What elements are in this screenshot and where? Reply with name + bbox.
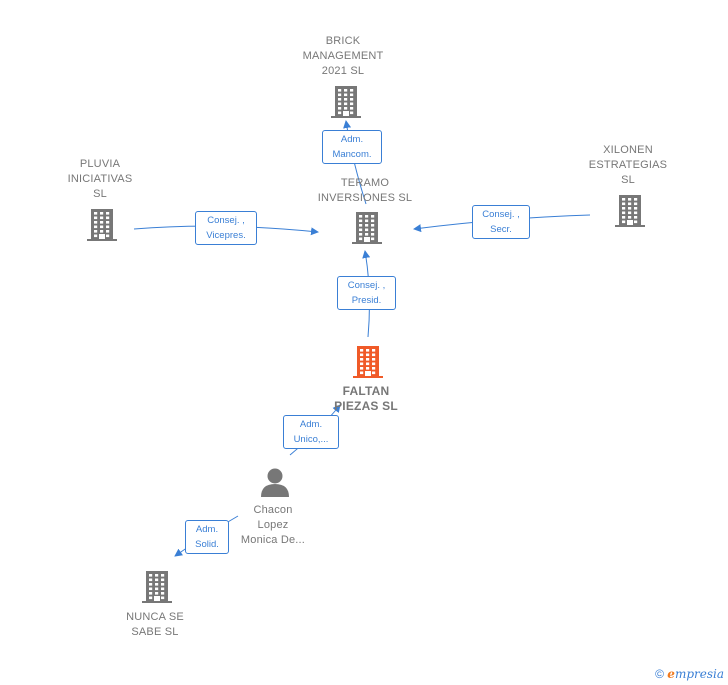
label-line: Chacon bbox=[253, 504, 293, 516]
edge-label-line: Consej. , bbox=[347, 280, 386, 291]
label-line: INICIATIVAS bbox=[67, 173, 133, 185]
node-label-xilonen-estrategias[interactable]: XILONEN ESTRATEGIAS SL bbox=[578, 143, 678, 188]
label-line: SABE SL bbox=[131, 626, 179, 638]
label-line: 2021 SL bbox=[321, 65, 365, 77]
node-label-pluvia-iniciativas[interactable]: PLUVIA INICIATIVAS SL bbox=[50, 157, 150, 202]
building-icon-nunca-se-sabe[interactable] bbox=[142, 571, 172, 603]
label-line: SL bbox=[621, 174, 635, 186]
label-line: XILONEN bbox=[603, 144, 653, 156]
label-line: Lopez bbox=[257, 519, 289, 531]
edge-label-adm-mancom[interactable]: Adm. Mancom. bbox=[322, 130, 382, 164]
brand-logo-text: mpresia bbox=[674, 667, 724, 681]
edge-label-line: Solid. bbox=[195, 539, 219, 550]
edge-label-line: Secr. bbox=[490, 224, 512, 235]
building-icon-faltan-piezas[interactable] bbox=[353, 346, 383, 378]
label-line: ESTRATEGIAS bbox=[588, 159, 668, 171]
edge-label-line: Vicepres. bbox=[206, 230, 246, 241]
label-line: BRICK bbox=[325, 35, 361, 47]
node-label-nunca-se-sabe[interactable]: NUNCA SE SABE SL bbox=[105, 610, 205, 640]
node-label-faltan-piezas[interactable]: FALTAN PIEZAS SL bbox=[316, 384, 416, 414]
edge-label-line: Mancom. bbox=[332, 149, 372, 160]
building-icon-brick-management[interactable] bbox=[331, 86, 361, 118]
edge-label-line: Adm. bbox=[299, 419, 323, 430]
edge-label-adm-unico[interactable]: Adm. Unico,... bbox=[283, 415, 339, 449]
edge-label-line: Adm. bbox=[340, 134, 364, 145]
label-line: TERAMO bbox=[340, 177, 390, 189]
brand-logo-initial: e bbox=[667, 667, 675, 681]
label-line: SL bbox=[93, 188, 107, 200]
label-line: Monica De... bbox=[240, 534, 306, 546]
person-icon-chacon-lopez[interactable] bbox=[261, 468, 289, 498]
building-icon-teramo-inversiones[interactable] bbox=[352, 212, 382, 244]
label-line: MANAGEMENT bbox=[302, 50, 384, 62]
node-label-brick-management[interactable]: BRICK MANAGEMENT 2021 SL bbox=[288, 34, 398, 79]
label-line: FALTAN bbox=[342, 384, 390, 398]
edge-label-consej-secr[interactable]: Consej. , Secr. bbox=[472, 205, 530, 239]
edge-label-line: Consej. , bbox=[207, 215, 245, 226]
footer-brand: © empresia bbox=[655, 667, 724, 681]
building-icon-pluvia-iniciativas[interactable] bbox=[87, 209, 117, 241]
edge-label-line: Presid. bbox=[351, 295, 382, 306]
edge-label-line: Consej. , bbox=[482, 209, 520, 220]
building-icon-xilonen-estrategias[interactable] bbox=[615, 195, 645, 227]
edge-label-consej-vicepres[interactable]: Consej. , Vicepres. bbox=[195, 211, 257, 245]
edge-label-line: Adm. bbox=[195, 524, 219, 535]
label-line: PLUVIA bbox=[79, 158, 121, 170]
node-label-teramo-inversiones[interactable]: TERAMO INVERSIONES SL bbox=[305, 176, 425, 206]
copyright-symbol: © bbox=[655, 667, 664, 681]
label-line: INVERSIONES SL bbox=[317, 192, 413, 204]
node-label-chacon-lopez[interactable]: Chacon Lopez Monica De... bbox=[223, 503, 323, 548]
edge-label-adm-solid[interactable]: Adm. Solid. bbox=[185, 520, 229, 554]
label-line: NUNCA SE bbox=[126, 611, 184, 623]
label-line: PIEZAS SL bbox=[334, 399, 398, 413]
edge-label-line: Unico,... bbox=[293, 434, 329, 445]
edge-label-consej-presid[interactable]: Consej. , Presid. bbox=[337, 276, 396, 310]
